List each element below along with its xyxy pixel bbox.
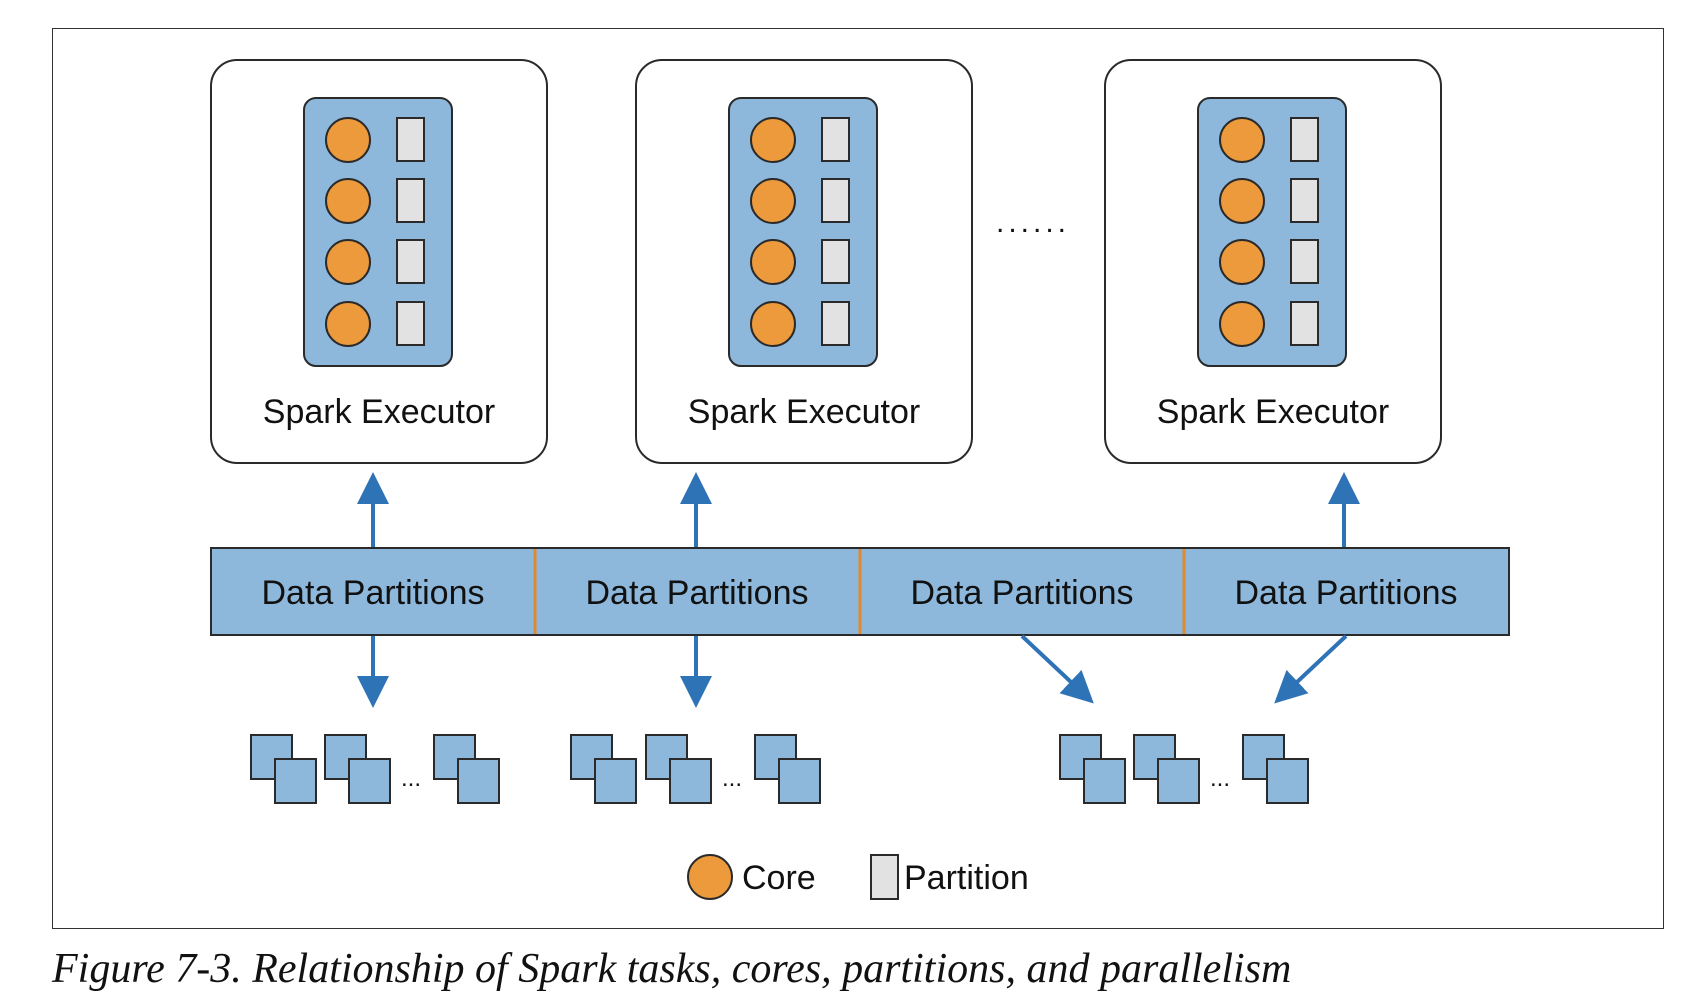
data-partition-label-3: Data Partitions — [911, 574, 1134, 612]
data-partition-label-1: Data Partitions — [262, 574, 485, 612]
figure-caption: Figure 7-3. Relationship of Spark tasks,… — [52, 946, 1292, 992]
task-icon — [1133, 734, 1200, 804]
partition-icon — [821, 117, 850, 162]
arrow-partition-4-to-tasks-3 — [1274, 634, 1348, 704]
core-icon — [750, 178, 796, 224]
legend-core-icon — [687, 854, 733, 900]
legend-partition-icon — [870, 854, 899, 900]
spark-executor-3: Spark Executor — [1104, 59, 1442, 464]
partition-icon — [396, 239, 425, 284]
executor-core-panel — [1197, 97, 1347, 367]
legend-partition-label: Partition — [904, 859, 1029, 897]
partition-icon — [1290, 178, 1319, 223]
partition-icon — [396, 178, 425, 223]
core-icon — [750, 117, 796, 163]
core-icon — [325, 178, 371, 224]
task-icon — [1059, 734, 1126, 804]
executor-slot-1 — [1219, 117, 1319, 163]
task-ellipsis: ... — [722, 765, 742, 792]
core-icon — [1219, 178, 1265, 224]
task-group-3: ... — [1059, 734, 1309, 804]
task-icon — [433, 734, 500, 804]
executor-slot-4 — [325, 301, 425, 347]
data-partitions-bar: Data Partitions Data Partitions Data Par… — [210, 547, 1510, 636]
partition-icon — [396, 117, 425, 162]
executor-core-panel — [728, 97, 878, 367]
core-icon — [1219, 239, 1265, 285]
spark-executor-2: Spark Executor — [635, 59, 973, 464]
diagram-frame — [52, 28, 1664, 929]
partition-icon — [821, 301, 850, 346]
data-partition-label-2: Data Partitions — [586, 574, 809, 612]
executor-gap-ellipsis: ...... — [996, 206, 1070, 239]
executor-slot-2 — [325, 178, 425, 224]
legend: Core Partition — [687, 854, 1029, 900]
core-icon — [325, 117, 371, 163]
executor-slot-2 — [1219, 178, 1319, 224]
spark-executor-1: Spark Executor — [210, 59, 548, 464]
executor-label: Spark Executor — [263, 393, 495, 431]
executor-label: Spark Executor — [1157, 393, 1389, 431]
partition-icon — [1290, 301, 1319, 346]
partition-icon — [821, 239, 850, 284]
core-icon — [1219, 301, 1265, 347]
core-icon — [1219, 117, 1265, 163]
executor-slot-3 — [1219, 239, 1319, 285]
task-icon — [754, 734, 821, 804]
task-icon — [570, 734, 637, 804]
executor-slot-4 — [1219, 301, 1319, 347]
executor-slot-1 — [325, 117, 425, 163]
task-icon — [1242, 734, 1309, 804]
task-ellipsis: ... — [401, 765, 421, 792]
data-partition-label-4: Data Partitions — [1235, 574, 1458, 612]
executor-slot-1 — [750, 117, 850, 163]
partition-icon — [396, 301, 425, 346]
partition-icon — [1290, 117, 1319, 162]
executor-slot-2 — [750, 178, 850, 224]
executor-slot-3 — [750, 239, 850, 285]
legend-core-label: Core — [742, 859, 816, 897]
executor-label: Spark Executor — [688, 393, 920, 431]
task-ellipsis: ... — [1210, 765, 1230, 792]
core-icon — [325, 239, 371, 285]
core-icon — [325, 301, 371, 347]
core-icon — [750, 301, 796, 347]
executor-slot-3 — [325, 239, 425, 285]
task-group-2: ... — [570, 734, 821, 804]
task-icon — [324, 734, 391, 804]
arrow-partition-3-to-tasks-3 — [1020, 634, 1094, 704]
task-icon — [250, 734, 317, 804]
partition-icon — [1290, 239, 1319, 284]
executor-core-panel — [303, 97, 453, 367]
partition-icon — [821, 178, 850, 223]
task-group-1: ... — [250, 734, 500, 804]
task-icon — [645, 734, 712, 804]
executor-slot-4 — [750, 301, 850, 347]
core-icon — [750, 239, 796, 285]
